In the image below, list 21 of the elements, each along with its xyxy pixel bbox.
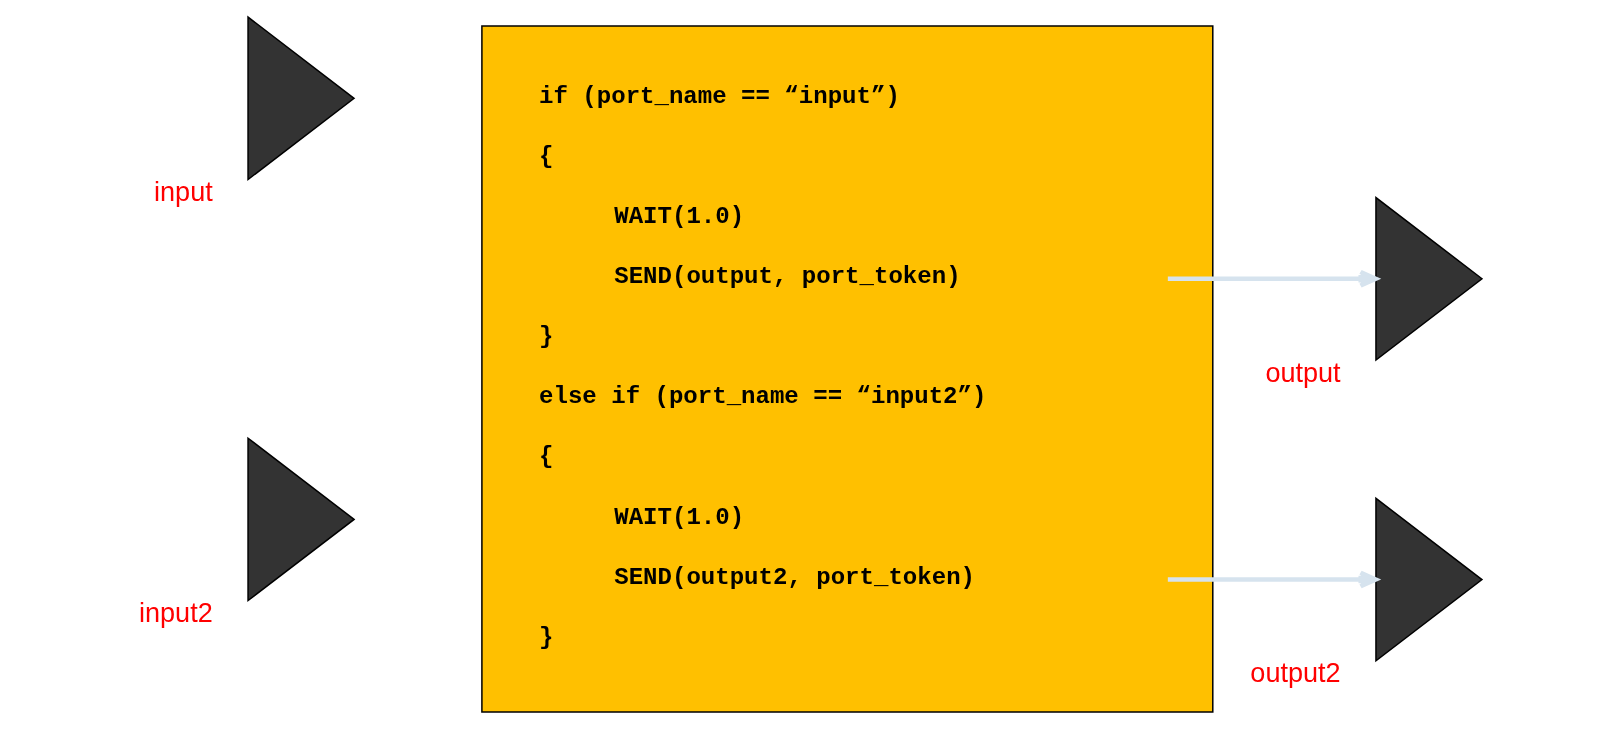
label: { <box>539 443 554 471</box>
node-triangle <box>1375 496 1484 663</box>
label: if (port_name == “input”) <box>539 82 900 110</box>
label: } <box>539 323 554 351</box>
node-text: SEND(output2, port_token) <box>614 563 976 591</box>
node-text: SEND(output, port_token) <box>614 262 961 290</box>
node-label: input <box>154 177 213 208</box>
node-triangle <box>1375 196 1484 362</box>
cluster <box>481 25 1214 713</box>
node-label: output <box>1265 357 1341 388</box>
arrow <box>1167 570 1379 589</box>
node-label: input2 <box>139 598 213 629</box>
label: WAIT(1.0) <box>614 503 745 531</box>
label: } <box>539 623 554 651</box>
node-triangle <box>247 15 356 182</box>
label: else if (port_name == “input2”) <box>539 383 987 411</box>
node-label: output2 <box>1250 658 1341 689</box>
arrow <box>1167 269 1379 288</box>
label: WAIT(1.0) <box>614 202 745 230</box>
label: { <box>539 142 554 170</box>
node-triangle <box>247 436 356 603</box>
